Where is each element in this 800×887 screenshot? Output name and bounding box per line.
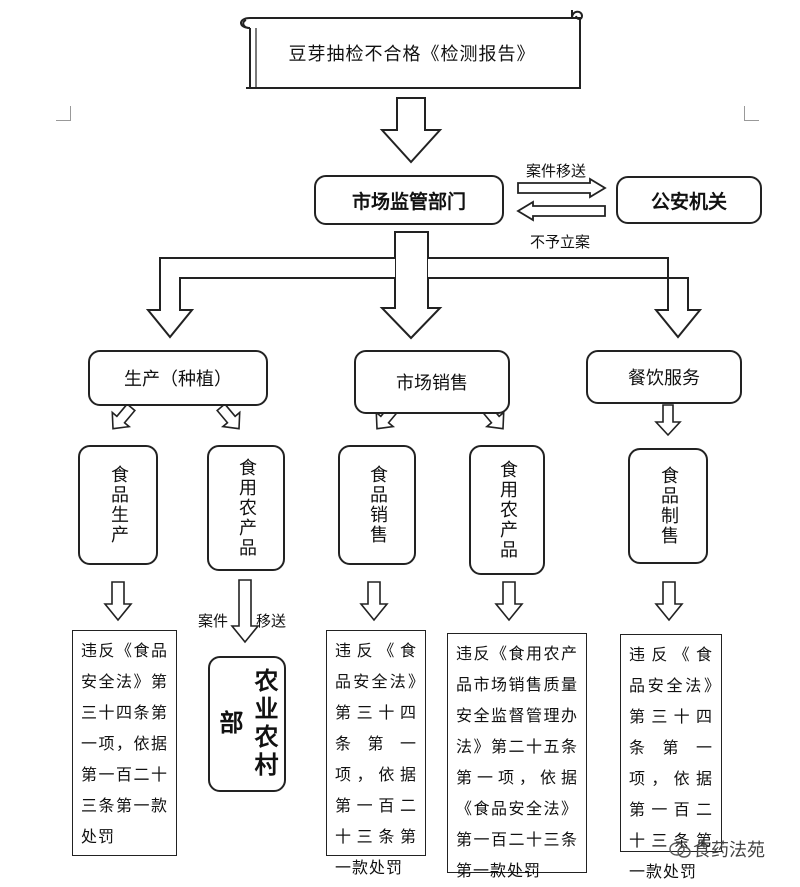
crop-mark-left	[56, 106, 71, 121]
police-label: 公安机关	[650, 190, 727, 213]
market-supervision-label: 市场监管部门	[351, 190, 466, 213]
law-text-3: 违反《食用农产品市场销售质量安全监督管理办法》第二十五条第一项，依据《食品安全法…	[456, 644, 578, 880]
edible-agri-label-2: 食用农产品	[497, 460, 518, 560]
scroll-banner	[240, 10, 584, 89]
food-sales-node: 食品销售	[338, 445, 416, 565]
catering-node: 餐饮服务	[586, 350, 742, 404]
edible-agri-node-2: 食用农产品	[469, 445, 545, 575]
case-label-left: 案件	[198, 612, 229, 630]
food-sales-label: 食品销售	[367, 465, 388, 545]
edible-agri-node-1: 食用农产品	[207, 445, 285, 571]
production-node: 生产（种植）	[88, 350, 268, 406]
law-box-3: 违反《食用农产品市场销售质量安全监督管理办法》第二十五条第一项，依据《食品安全法…	[447, 633, 587, 880]
food-production-label: 食品生产	[108, 465, 129, 545]
arrow-prod-left	[111, 402, 136, 430]
food-making-node: 食品制售	[628, 448, 708, 564]
arrow-branch-left	[145, 257, 395, 339]
arrow-to-police	[517, 177, 607, 199]
market-supervision-node: 市场监管部门	[314, 175, 504, 225]
wechat-icon	[669, 841, 691, 858]
edible-agri-label-1: 食用农产品	[236, 458, 257, 558]
arrow-agri-dept	[230, 579, 260, 644]
transfer-label-right: 移送	[256, 612, 287, 630]
crop-mark-right	[744, 106, 759, 121]
law-box-2: 违反《食品安全法》第三十四条第一项，依据第一百二十三条第一款处罚	[326, 630, 426, 877]
food-production-node: 食品生产	[78, 445, 158, 565]
arrow-law4	[654, 581, 684, 622]
law-text-1: 违反《食品安全法》第三十四条第一项，依据第一百二十三条第一款处罚	[81, 641, 168, 846]
arrow-from-police	[516, 200, 606, 222]
market-sales-label: 市场销售	[396, 373, 468, 394]
arrow-law1	[103, 581, 133, 622]
arrow-title-to-market	[379, 97, 443, 164]
arrow-law3	[494, 581, 524, 622]
arrow-catering-down	[654, 404, 682, 437]
arrow-branch-center	[379, 231, 443, 340]
case-transfer-label: 案件移送	[526, 162, 587, 180]
arrow-prod-right	[216, 402, 241, 430]
production-label: 生产（种植）	[124, 369, 232, 390]
police-node: 公安机关	[616, 176, 762, 224]
agriculture-dept-label: 农业农村部	[215, 668, 278, 780]
law-box-4: 违反《食品安全法》第三十四条第一项，依据第一百二十三条第一款处罚	[620, 634, 722, 881]
arrow-branch-right	[428, 257, 703, 339]
food-making-label: 食品制售	[658, 466, 679, 546]
arrow-law2	[359, 581, 389, 622]
law-text-2: 违反《食品安全法》第三十四条第一项，依据第一百二十三条第一款处罚	[335, 641, 417, 877]
catering-label: 餐饮服务	[628, 368, 700, 389]
report-title: 豆芽抽检不合格《检测报告》	[288, 44, 536, 65]
no-filing-label: 不予立案	[530, 233, 591, 251]
market-sales-node: 市场销售	[354, 350, 510, 414]
watermark-text: 食药法苑	[693, 840, 765, 861]
watermark: 食药法苑	[669, 836, 765, 862]
agriculture-dept-node: 农业农村部	[208, 656, 286, 792]
law-text-4: 违反《食品安全法》第三十四条第一项，依据第一百二十三条第一款处罚	[629, 645, 713, 881]
law-box-1: 违反《食品安全法》第三十四条第一项，依据第一百二十三条第一款处罚	[72, 630, 177, 856]
